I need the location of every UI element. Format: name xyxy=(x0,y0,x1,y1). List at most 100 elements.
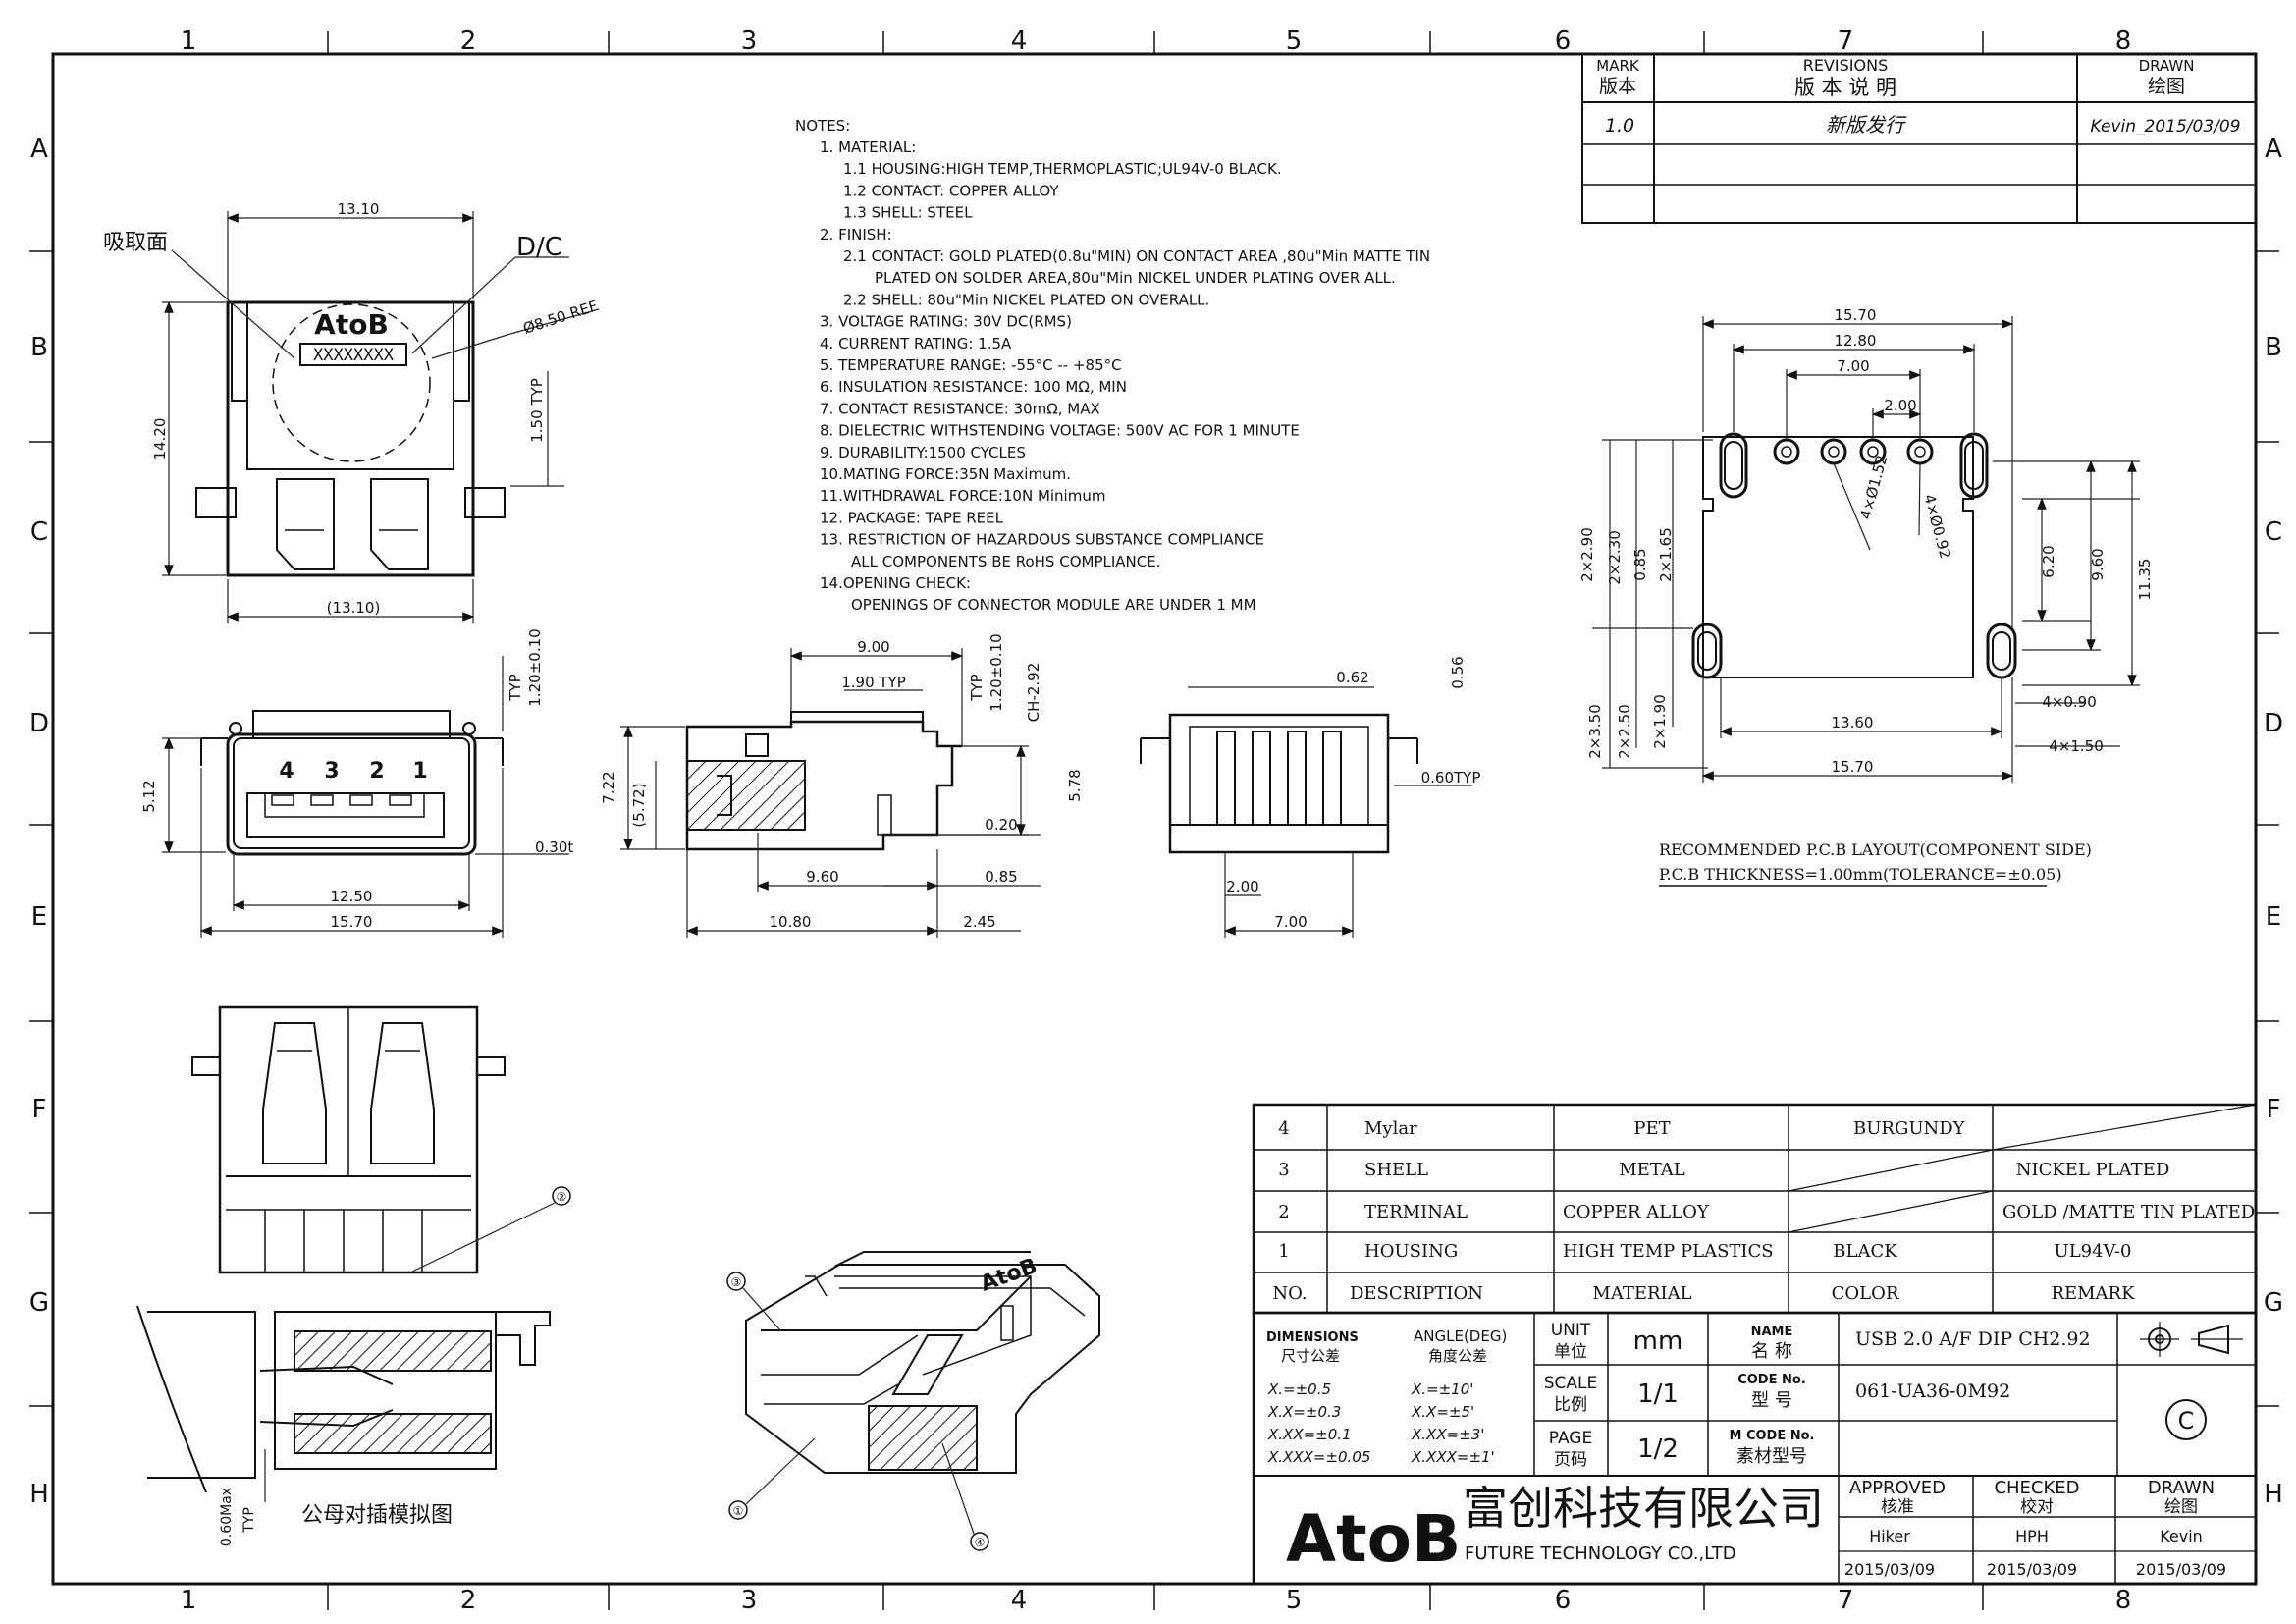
side-dim-085: 0.85 xyxy=(985,868,1017,886)
top-dim-height: 14.20 xyxy=(151,418,169,460)
pcb-dim-230: 2×2.30 xyxy=(1606,530,1624,585)
rear-dim-062: 0.62 xyxy=(1336,669,1368,686)
tb-checked-date: 2015/03/09 xyxy=(1987,1560,2077,1579)
tb-tol-ang: X.=±10' xyxy=(1411,1380,1473,1398)
revision-table: MARK 版本 REVISIONS 版 本 说 明 DRAWN 绘图 1.0 新… xyxy=(1581,53,2257,224)
top-dim-width: 13.10 xyxy=(338,200,380,218)
side-dim-960: 9.60 xyxy=(806,868,838,886)
col-label: 4 xyxy=(1011,27,1028,56)
pcb-dim-1135: 11.35 xyxy=(2136,559,2154,601)
top-dim-width-ref: (13.10) xyxy=(327,599,381,617)
tb-angle-cn: 角度公差 xyxy=(1428,1347,1487,1365)
dc-label: D/C xyxy=(516,233,562,262)
pcb-dim-290: 2×2.90 xyxy=(1578,527,1596,582)
rear-dim-056: 0.56 xyxy=(1449,656,1467,688)
tb-scale-cn: 比例 xyxy=(1554,1395,1587,1415)
col-label: 2 xyxy=(460,27,477,56)
bom-cell-desc: HOUSING xyxy=(1364,1241,1458,1262)
row-label: F xyxy=(2267,1095,2281,1124)
pcb-dim-200: 2.00 xyxy=(1884,397,1916,414)
tb-tol-lin: X.X=±0.3 xyxy=(1267,1403,1341,1421)
row-label: H xyxy=(2264,1480,2283,1509)
col-label: 7 xyxy=(1838,27,1854,56)
tb-tol-lin: X.XX=±0.1 xyxy=(1267,1426,1352,1443)
company-name-cn: 富创科技有限公司 xyxy=(1463,1482,1824,1535)
rev-title-cn: 版 本 说 明 xyxy=(1794,76,1896,99)
iso-balloon: ④ xyxy=(975,1536,986,1549)
pin-label: 1 xyxy=(412,759,427,784)
side-dim-722: 7.22 xyxy=(600,771,617,803)
side-view: 9.00 1.90 TYP 1.20±0.10 TYP CH-2.92 5.78… xyxy=(600,633,1084,938)
row-label: B xyxy=(2265,333,2282,362)
tb-approved-en: APPROVED xyxy=(1849,1478,1946,1498)
rev-title-en: REVISIONS xyxy=(1803,56,1888,75)
tb-unit-cn: 单位 xyxy=(1554,1342,1587,1362)
company-logo: AtoB xyxy=(1286,1501,1461,1577)
col-label: 1 xyxy=(181,1586,197,1615)
mating-dim-typ: TYP xyxy=(241,1507,257,1534)
note-line: 5. TEMPERATURE RANGE: -55°C -- +85°C xyxy=(820,356,1122,374)
side-dim-900: 9.00 xyxy=(857,638,889,656)
tb-checked-by: HPH xyxy=(2015,1527,2049,1545)
rev-row-mark: 1.0 xyxy=(1605,115,1634,136)
top-view-marking: XXXXXXXX xyxy=(313,346,395,365)
note-line: 11.WITHDRAWAL FORCE:10N Minimum xyxy=(820,487,1105,505)
note-line: 1.1 HOUSING:HIGH TEMP,THERMOPLASTIC;UL94… xyxy=(843,160,1282,178)
bom-cell-material: COPPER ALLOY xyxy=(1563,1202,1710,1222)
note-line: 3. VOLTAGE RATING: 30V DC(RMS) xyxy=(820,313,1072,331)
top-view: AtoB XXXXXXXX 13.10 (13.10) 14.20 1.50 T… xyxy=(103,200,600,623)
note-line: ALL COMPONENTS BE RoHS COMPLIANCE. xyxy=(851,553,1160,570)
top-dim-circle: Ø8.50 REF xyxy=(521,297,600,337)
pin-label: 3 xyxy=(324,759,339,784)
pcb-dim-1360: 13.60 xyxy=(1832,714,1874,731)
tb-drawn-date: 2015/03/09 xyxy=(2136,1560,2226,1579)
note-line: 10.MATING FORCE:35N Maximum. xyxy=(820,465,1071,483)
company-name-en: FUTURE TECHNOLOGY CO.,LTD xyxy=(1465,1543,1736,1564)
note-line: 14.OPENING CHECK: xyxy=(820,574,971,592)
pcb-dim-350: 2×3.50 xyxy=(1586,704,1604,759)
rev-row-drawn: Kevin_2015/03/09 xyxy=(2090,117,2240,136)
pin-label: 4 xyxy=(279,759,294,784)
pcb-caption-2: P.C.B THICKNESS=1.00mm(TOLERANCE=±0.05) xyxy=(1659,865,2062,884)
row-label: C xyxy=(30,517,48,547)
pcb-dim-190: 2×1.90 xyxy=(1651,694,1669,749)
projection-symbol xyxy=(2140,1322,2243,1357)
pcb-dim-085: 0.85 xyxy=(1631,548,1649,580)
side-dim-190: 1.90 TYP xyxy=(841,674,906,691)
side-dim-1080: 10.80 xyxy=(770,913,812,931)
mating-dim-060: 0.60Max xyxy=(219,1488,235,1546)
rev-drawn-cn: 绘图 xyxy=(2148,76,2185,97)
tb-tol-ang: X.X=±5' xyxy=(1411,1403,1474,1421)
pcb-dim-090: 4×0.90 xyxy=(2042,693,2097,711)
front-dim-typ-value: 1.20±0.10 xyxy=(526,628,544,706)
col-label: 6 xyxy=(1555,1586,1572,1615)
note-line: 8. DIELECTRIC WITHSTENDING VOLTAGE: 500V… xyxy=(820,422,1300,440)
col-label: 5 xyxy=(1286,27,1303,56)
tb-checked-en: CHECKED xyxy=(1994,1478,2079,1498)
tb-unit-val: mm xyxy=(1633,1326,1683,1356)
title-block: DIMENSIONS 尺寸公差 ANGLE(DEG) 角度公差 X.=±0.5 … xyxy=(1252,1311,2258,1586)
note-line: PLATED ON SOLDER AREA,80u"Min NICKEL UND… xyxy=(875,269,1396,287)
note-line: 7. CONTACT RESISTANCE: 30mΩ, MAX xyxy=(820,400,1100,417)
pcb-layout: 15.70 12.80 7.00 2.00 4×Ø1.52 4×Ø0.92 2×… xyxy=(1578,306,2154,887)
col-label: 3 xyxy=(741,1586,758,1615)
side-dim-578: 5.78 xyxy=(1066,769,1084,801)
bom-cell-desc: Mylar xyxy=(1364,1118,1417,1139)
col-label: 2 xyxy=(460,1586,477,1615)
bom-cell-no: 2 xyxy=(1278,1202,1289,1222)
bom-cell-no: 4 xyxy=(1278,1118,1289,1139)
note-line: 1.2 CONTACT: COPPER ALLOY xyxy=(843,182,1059,199)
tb-mcode-en: M CODE No. xyxy=(1729,1429,1814,1443)
bom-header-desc: DESCRIPTION xyxy=(1350,1283,1483,1304)
tb-unit-en: UNIT xyxy=(1551,1321,1591,1340)
bom-header-no: NO. xyxy=(1272,1283,1307,1304)
bom-cell-remark: NICKEL PLATED xyxy=(2016,1160,2170,1180)
tb-name-en: NAME xyxy=(1751,1325,1793,1339)
note-line: 6. INSULATION RESISTANCE: 100 MΩ, MIN xyxy=(820,378,1127,396)
pcb-dim-1570b: 15.70 xyxy=(1832,758,1874,776)
rear-dim-200: 2.00 xyxy=(1226,878,1258,895)
pcb-dim-1570: 15.70 xyxy=(1835,306,1877,324)
tb-approved-date: 2015/03/09 xyxy=(1844,1560,1935,1579)
bom-cell-desc: TERMINAL xyxy=(1364,1202,1468,1222)
